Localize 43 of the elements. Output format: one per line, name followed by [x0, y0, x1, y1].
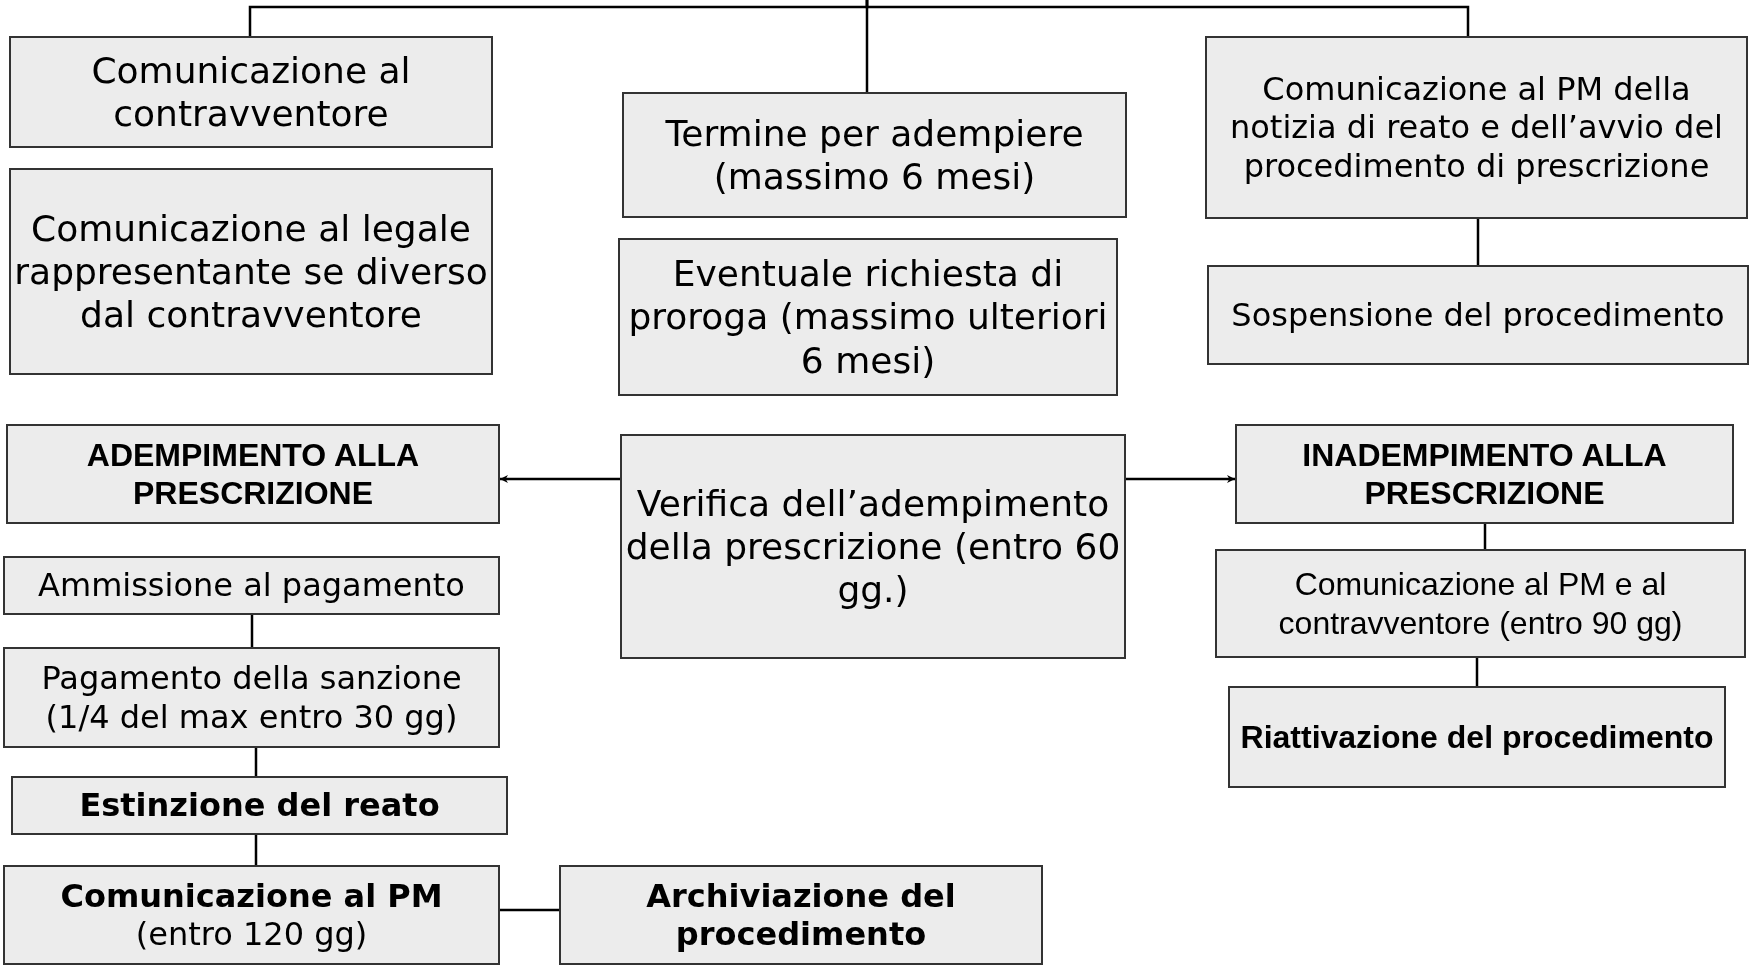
box-text: Archiviazione del procedimento — [645, 876, 957, 954]
process-box — [6, 424, 500, 524]
connector-line — [1476, 219, 1480, 265]
process-box — [622, 92, 1127, 218]
box-text: Eventuale richiesta di proroga (massimo ulteriori 6 mesi) — [627, 252, 1109, 382]
process-box — [3, 865, 500, 965]
process-box — [9, 168, 493, 375]
process-box — [559, 865, 1043, 965]
box-text: Ammissione al pagamento — [38, 566, 465, 605]
process-box — [9, 36, 493, 148]
process-box — [1228, 686, 1726, 788]
connector-line — [254, 835, 258, 865]
box-text: ADEMPIMENTO ALLA PRESCRIZIONE — [85, 435, 421, 513]
box-text: Comunicazione al PM — [60, 876, 443, 915]
connector-line — [1475, 658, 1479, 686]
box-text: INADEMPIMENTO ALLA PRESCRIZIONE — [1301, 435, 1668, 513]
box-text: Comunicazione al legale rappresentante se diverso dal contravventore — [13, 206, 489, 337]
connector-line — [1483, 524, 1487, 549]
box-text: Estinzione del reato — [79, 786, 440, 825]
connector-line — [250, 615, 254, 647]
process-box — [3, 647, 500, 748]
connector-line — [500, 908, 559, 912]
connector-line — [254, 748, 258, 776]
box-text: Comunicazione al contravventore — [90, 48, 412, 136]
box-text: Comunicazione al PM della notizia di reato e dell’avvio del procedimento di prescrizione — [1229, 69, 1724, 186]
process-box — [3, 556, 500, 615]
box-text: (entro 120 gg) — [135, 915, 368, 954]
arrow — [500, 475, 620, 483]
box-text: Riattivazione del procedimento — [1240, 717, 1714, 757]
box-text: Comunicazione al PM e al contravventore (entro 90 gg) — [1277, 565, 1684, 642]
box-text: Pagamento della sanzione (1/4 del max entro 30 gg) — [40, 659, 463, 736]
process-box — [1215, 549, 1746, 658]
connector-line — [865, 0, 1470, 36]
box-text: Verifica dell’adempimento della prescrizione (entro 60 gg.) — [624, 481, 1122, 612]
box-text: Sospensione del procedimento — [1231, 295, 1725, 335]
process-box — [618, 238, 1118, 396]
process-box — [1207, 265, 1749, 365]
process-box — [620, 434, 1126, 659]
arrow — [1126, 475, 1235, 483]
process-box — [1205, 36, 1748, 219]
box-text: Termine per adempiere (massimo 6 mesi) — [664, 111, 1085, 199]
process-box — [11, 776, 508, 835]
process-box — [1235, 424, 1734, 524]
